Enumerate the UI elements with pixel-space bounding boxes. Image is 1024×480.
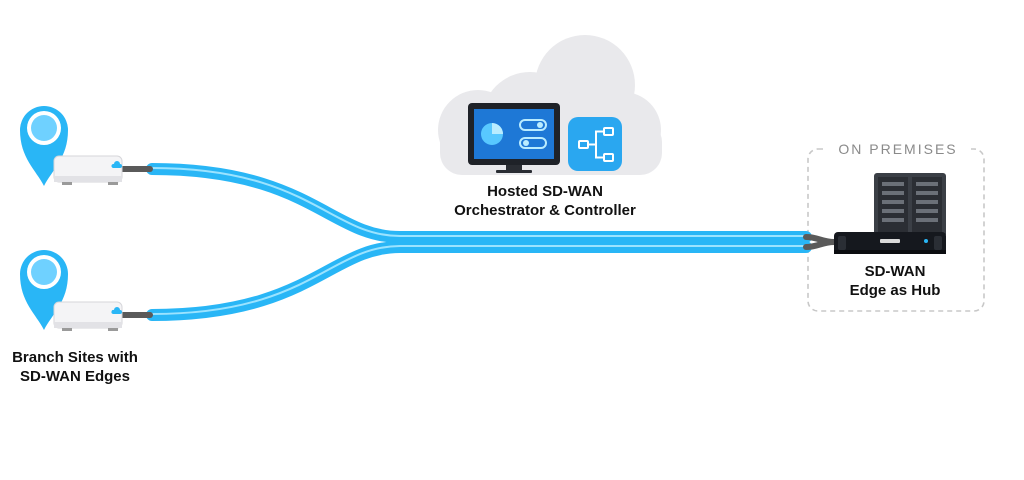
tunnel-lower xyxy=(146,241,812,321)
edge-hub-label-line1: SD-WAN xyxy=(864,263,926,280)
sd-wan-edge-appliance-icon xyxy=(53,155,123,185)
dashboard-monitor-icon xyxy=(468,103,560,173)
orchestrator-label-line2: Orchestrator & Controller xyxy=(454,202,636,219)
branch-sites-label-line2: SD-WAN Edges xyxy=(19,368,130,385)
branch-sites-label: Branch Sites with SD-WAN Edges xyxy=(0,348,150,386)
on-premises-label: ON PREMISES xyxy=(826,141,970,157)
orchestrator-label-line1: Hosted SD-WAN xyxy=(487,183,603,200)
edge-cables xyxy=(117,166,837,318)
server-rack-icon xyxy=(874,173,946,237)
edge-hub-label-line2: Edge as Hub xyxy=(849,282,941,299)
rack-appliance-icon xyxy=(834,232,946,254)
edge-hub-label: SD-WAN Edge as Hub xyxy=(820,262,970,300)
on-premises-box xyxy=(807,148,985,312)
branch-sites-label-line1: Branch Sites with xyxy=(12,349,138,366)
tunnel-upper xyxy=(146,163,812,243)
sd-wan-edge-appliance-icon xyxy=(53,301,123,331)
orchestrator-label: Hosted SD-WAN Orchestrator & Controller xyxy=(440,182,650,220)
workflow-tree-icon xyxy=(568,117,622,171)
